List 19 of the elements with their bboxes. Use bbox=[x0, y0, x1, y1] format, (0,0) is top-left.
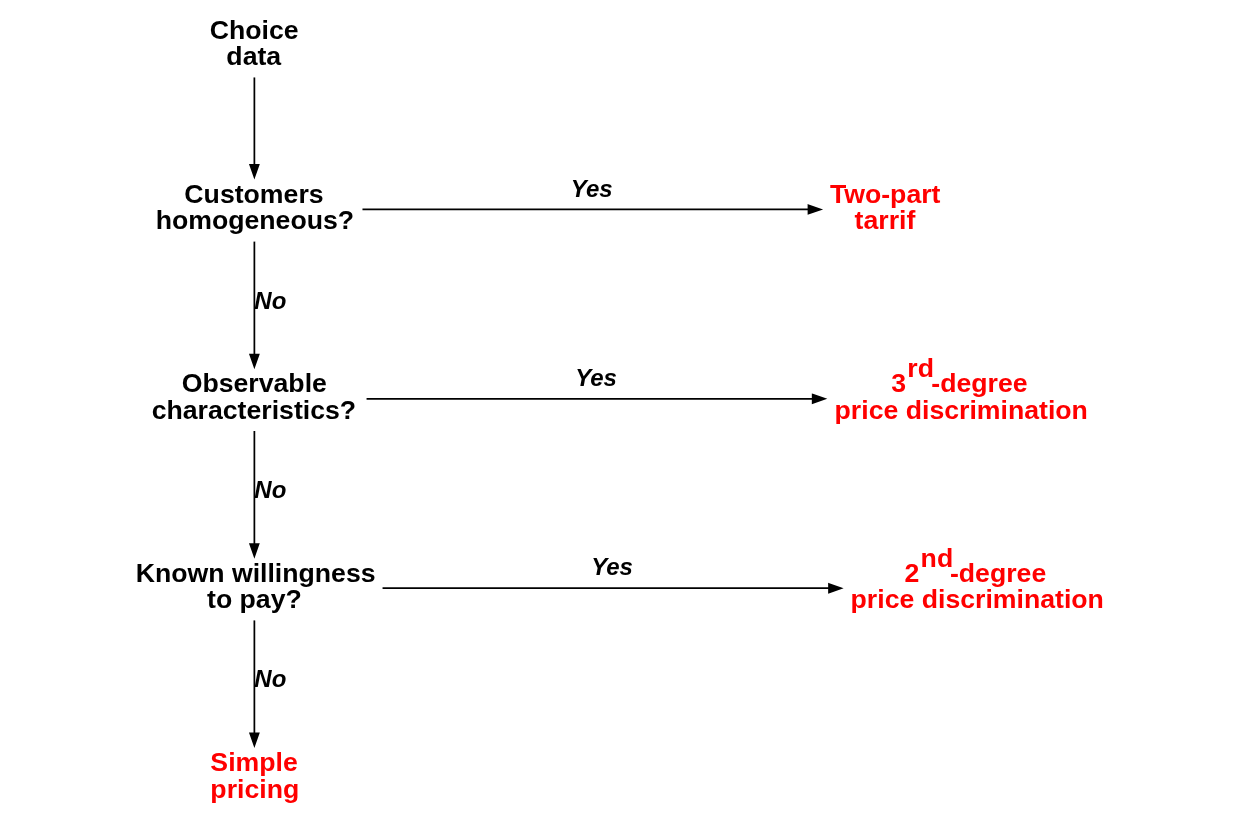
arrow bbox=[248, 430, 260, 559]
edge-label: No bbox=[253, 286, 286, 314]
node-text: Choice data bbox=[209, 14, 299, 72]
arrow bbox=[248, 240, 260, 370]
edge-label: Yes bbox=[574, 364, 617, 392]
node-text: Simple pricing bbox=[209, 746, 299, 804]
arrow bbox=[381, 582, 844, 594]
node-text: Observable characteristics? bbox=[151, 368, 356, 425]
node-text: Known willingness to pay? bbox=[135, 557, 376, 615]
arrow bbox=[248, 76, 260, 180]
edge-label: No bbox=[253, 476, 286, 504]
edge-label: Yes bbox=[570, 174, 613, 202]
arrow bbox=[248, 619, 260, 749]
node-text: Two-part tarrif bbox=[829, 178, 940, 236]
edge-label: Yes bbox=[590, 553, 633, 581]
node-text: Customers homogeneous? bbox=[155, 178, 354, 236]
arrow bbox=[361, 204, 823, 215]
arrow bbox=[365, 393, 827, 405]
edge-label: No bbox=[253, 665, 286, 693]
